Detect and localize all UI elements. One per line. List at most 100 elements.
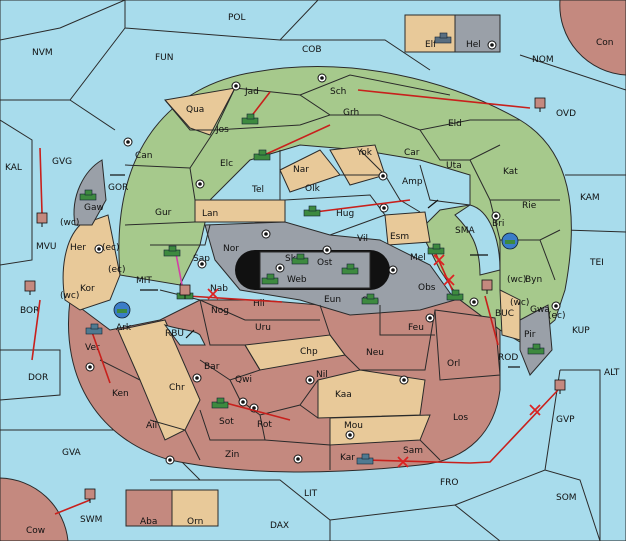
province-label-gur: Gur <box>155 208 172 218</box>
supply-center-icon <box>378 171 388 181</box>
province-label-kor: Kor <box>80 284 95 294</box>
depot-icon <box>84 488 96 503</box>
arrow-grh-elc <box>261 124 331 157</box>
depot-icon <box>36 212 48 227</box>
supply-center-icon <box>425 313 435 323</box>
sea-label-pol: POL <box>228 13 246 23</box>
army-icon <box>211 397 229 409</box>
province-label-eld: Eld <box>448 119 462 129</box>
province-label-yok: Yok <box>356 148 373 158</box>
sea-label-ovd: OVD <box>556 109 576 119</box>
province-label-sap: Sap <box>193 254 210 264</box>
army-icon <box>303 205 321 217</box>
province-label-jos: Jos <box>215 125 229 135</box>
depot-icon <box>534 97 546 112</box>
sea-label-alt: ALT <box>604 368 620 378</box>
province-cow <box>0 477 69 541</box>
arrow-gvp-fro <box>469 389 559 464</box>
province-label-jad: Jad <box>244 87 259 97</box>
failed-order-marks <box>207 254 541 468</box>
province-label-orn: Orn <box>187 517 203 527</box>
province-label-esm: Esm <box>390 232 409 242</box>
province-gwa <box>499 289 521 341</box>
province-label-uru: Uru <box>255 323 271 333</box>
sea-label-cob: COB <box>302 45 322 55</box>
province-orn <box>171 489 219 527</box>
supply-center-icon <box>165 455 175 465</box>
province-label-mou: Mou <box>344 421 363 431</box>
province-label-kat: Kat <box>503 167 518 177</box>
province-label-kar: Kar <box>340 453 355 463</box>
units <box>24 32 566 503</box>
inlet-sma <box>454 204 501 276</box>
army-icon <box>427 243 445 255</box>
province-borders <box>124 74 561 301</box>
arrow-jad-jos <box>249 91 271 119</box>
arrow-sap-nab <box>175 253 184 291</box>
army-icon <box>253 149 271 161</box>
supply-center-icon <box>85 362 95 372</box>
province-label-qua: Qua <box>186 105 204 115</box>
province-label-feu: Feu <box>408 323 424 333</box>
province-label-car: Car <box>404 148 420 158</box>
connection-arrows <box>110 174 520 368</box>
army-icon <box>341 263 359 275</box>
supply-center-icon <box>491 211 501 221</box>
sea-label-fro: FRO <box>440 478 459 488</box>
army-icon <box>261 273 279 285</box>
province-label-byn: Byn <box>525 275 542 285</box>
province-label-obs: Obs <box>418 283 436 293</box>
province-label-pir: Pir <box>524 330 536 340</box>
province-label-mel: Mel <box>410 253 426 263</box>
supply-center-icon <box>293 454 303 464</box>
sea-label-dax: DAX <box>270 521 289 531</box>
coast-label-1: (ec) <box>102 243 120 253</box>
fleet-icon <box>113 301 131 319</box>
supply-center-icon <box>94 244 104 254</box>
province-label-nor: Nor <box>223 244 239 254</box>
province-label-ost: Ost <box>317 258 333 268</box>
province-label-ark: Ark <box>116 323 132 333</box>
sea-label-tei: TEI <box>589 258 604 268</box>
sea-label-lit: LIT <box>304 489 318 499</box>
province-label-sam: Sam <box>403 446 423 456</box>
depot-icon <box>24 280 36 295</box>
province-label-vil: Vil <box>357 234 368 244</box>
supply-center-icon <box>379 203 389 213</box>
province-con <box>559 0 626 76</box>
depot-icon <box>481 279 493 294</box>
sea-label-gva: GVA <box>62 448 82 458</box>
sea-label-gvg: GVG <box>52 157 72 167</box>
sea-label-rod: ROD <box>498 353 518 363</box>
coast-label-5: (wc) <box>510 298 529 308</box>
sea-label-gvp: GVP <box>556 415 575 425</box>
army-icon <box>79 189 97 201</box>
province-label-grh: Grh <box>343 108 359 118</box>
province-label-elf: Elf <box>425 40 437 50</box>
army-icon <box>241 113 259 125</box>
sea-label-gor: GOR <box>108 183 128 193</box>
arrow-rot-sot <box>221 401 291 421</box>
province-label-los: Los <box>453 413 468 423</box>
sea-label-cow: Cow <box>26 526 45 536</box>
province-label-chp: Chp <box>300 347 318 357</box>
army-icon <box>527 343 545 355</box>
coast-label-0: (wc) <box>60 218 79 228</box>
army-icon <box>291 253 309 265</box>
province-label-chr: Chr <box>169 383 185 393</box>
province-label-uta: Uta <box>446 161 462 171</box>
sea-label-fun: FUN <box>155 53 174 63</box>
arrow-kar-fro <box>364 459 471 464</box>
province-label-elc: Elc <box>220 159 233 169</box>
sea-label-som: SOM <box>556 493 577 503</box>
arrow-sch-ovd <box>357 89 531 109</box>
province-label-gwa: Gwa <box>530 305 550 315</box>
supply-center-icon <box>123 137 133 147</box>
sea-label-rbu: RBU <box>165 329 184 339</box>
supply-center-icon <box>388 265 398 275</box>
arrow-swm-cow <box>54 499 91 515</box>
